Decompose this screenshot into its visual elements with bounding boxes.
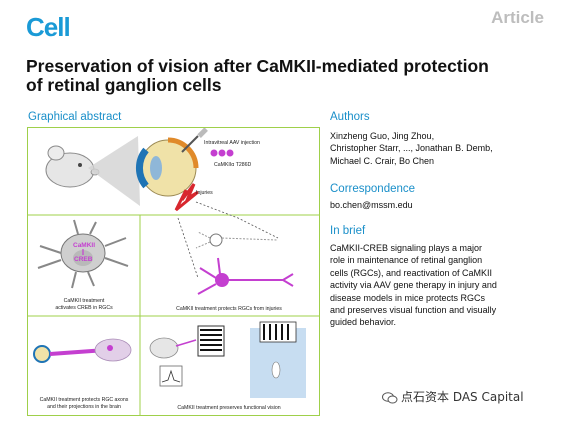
authors-line: Christopher Starr, ..., Jonathan B. Demb…	[330, 143, 493, 154]
brief-line: and preserves visual function and visual…	[330, 305, 497, 316]
correspondence-heading: Correspondence	[330, 183, 416, 195]
panel3-caption-line1: CaMKII treatment protects RGC axons	[40, 397, 129, 403]
callout-dashed-line	[177, 217, 199, 279]
graphical-abstract-heading: Graphical abstract	[28, 111, 122, 123]
in-brief-summary: CaMKII-CREB signaling plays a major role…	[330, 242, 530, 329]
light-beam-shape	[88, 136, 140, 206]
rgc-cell-icon	[37, 219, 129, 289]
panel3-caption-line2: and their projections in the brain	[47, 404, 121, 410]
creb-label: CREB	[74, 256, 93, 263]
authors-line: Xinzheng Guo, Jing Zhou,	[330, 131, 435, 141]
paper-title: Preservation of vision after CaMKII-medi…	[26, 56, 489, 95]
panel4-caption: CaMKII treatment preserves functional vi…	[177, 405, 280, 411]
authors-line: Michael C. Crair, Bo Chen	[330, 155, 435, 166]
in-brief-heading: In brief	[330, 225, 366, 237]
authors-list: Xinzheng Guo, Jing Zhou, Christopher Sta…	[330, 130, 530, 167]
graphical-abstract-figure: Intravitreal AAV injection CaMKIIα T286D…	[27, 127, 320, 416]
graphical-abstract-svg: Intravitreal AAV injection CaMKIIα T286D…	[28, 127, 319, 415]
protected-rgc-icon	[197, 257, 294, 295]
aav-particle-icon	[218, 149, 226, 157]
camkii-label: CaMKII	[73, 242, 95, 249]
injuries-label: Injuries	[196, 190, 213, 196]
callout-dashed-line	[195, 201, 279, 239]
brief-line: disease models in mice protects RGCs	[330, 292, 486, 303]
panel2-caption: CaMKII treatment protects RGCs from inju…	[176, 306, 282, 312]
journal-logo: Cell	[26, 12, 71, 42]
brief-line: guided behavior.	[330, 317, 397, 328]
wechat-icon	[382, 391, 398, 403]
aav-particle-icon	[210, 149, 218, 157]
brief-line: CaMKII-CREB signaling plays a major	[330, 243, 483, 253]
eye-to-brain-projection-icon	[33, 338, 132, 363]
mouse-vision-test-icon	[149, 337, 197, 359]
panel1-caption-line1: CaMKII treatment	[64, 298, 105, 304]
degenerating-rgc-icon	[195, 231, 279, 249]
brief-line: cells (RGCs), and reactivation of CaMKII	[330, 267, 493, 278]
eye-cross-section-icon	[136, 137, 199, 197]
correspondence-email-link[interactable]: bo.chen@mssm.edu	[330, 200, 413, 210]
watermark: 点石资本 DAS Capital	[382, 388, 524, 405]
grating-screen-icon	[197, 325, 225, 357]
construct-label: CaMKIIα T286D	[214, 162, 252, 168]
brief-line: activity via AAV gene therapy in injury …	[330, 280, 497, 291]
injection-label: Intravitreal AAV injection	[204, 140, 260, 146]
injury-lightning-icon	[174, 183, 199, 212]
panel1-caption-line2: activates CREB in RGCs	[55, 305, 113, 311]
authors-heading: Authors	[330, 111, 370, 123]
article-type-label: Article	[491, 8, 544, 27]
brief-line: role in maintenance of retinal ganglion	[330, 255, 483, 266]
water-maze-tank-icon	[250, 321, 306, 398]
watermark-text: 点石资本 DAS Capital	[401, 390, 524, 404]
aav-particle-icon	[226, 149, 234, 157]
response-trace-icon	[159, 365, 183, 387]
syringe-icon	[181, 127, 208, 153]
